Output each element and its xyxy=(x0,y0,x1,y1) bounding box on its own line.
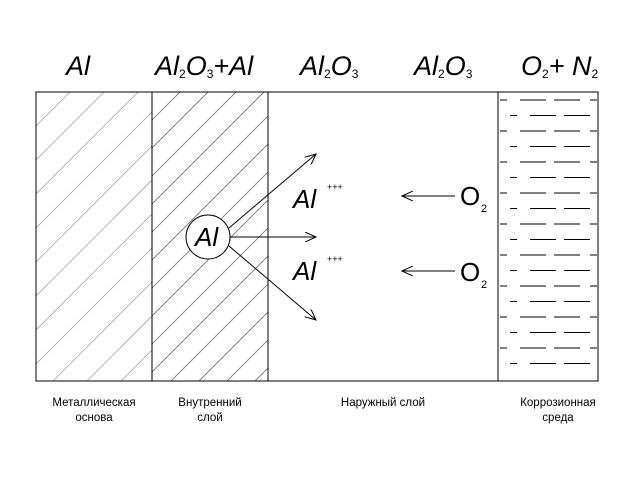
header-environment: O2+ N2 xyxy=(521,48,598,92)
hatch-line xyxy=(152,92,265,205)
header-metal: Al xyxy=(66,48,90,84)
hatch-line xyxy=(479,92,640,381)
caption-outer-layer: Наружный слой xyxy=(268,396,498,411)
hatch-line xyxy=(152,143,268,261)
hatch-line xyxy=(52,281,152,381)
hatch-line xyxy=(36,247,152,365)
header-outer2-part: O xyxy=(444,51,466,81)
header-outer2-subscript: 2 xyxy=(438,67,445,81)
header-env-part: + N xyxy=(548,51,592,81)
hatch-line xyxy=(367,92,640,381)
oxygen-bottom-index: 2 xyxy=(481,279,488,291)
header-env-part: O xyxy=(521,51,543,81)
hatch-line xyxy=(283,92,572,381)
al-atom-label: Al xyxy=(195,222,219,252)
hatch-line xyxy=(36,111,152,229)
hatch-line xyxy=(427,92,640,381)
diagram-frame xyxy=(35,91,599,382)
caption-inner-line: Внутренний xyxy=(178,397,242,409)
caption-outer-line: Наружный слой xyxy=(340,397,426,409)
hatch-line xyxy=(451,92,640,381)
hatch-line xyxy=(36,92,105,161)
header-outer2-subscript: 3 xyxy=(465,67,473,81)
header-outer1-subscript: 2 xyxy=(324,67,331,81)
header-outer1-part: Al xyxy=(300,51,325,81)
caption-environment: Коррозионная среда xyxy=(498,396,618,426)
header-outer-layer-1: Al2O3 xyxy=(300,48,358,92)
hatch-line xyxy=(393,92,640,381)
header-metal-text: Al xyxy=(66,51,91,81)
al-ion-top-charge: +++ xyxy=(327,182,343,192)
hatch-line xyxy=(170,283,268,381)
hatch-line xyxy=(152,92,209,149)
hatch-line xyxy=(325,92,614,381)
hatch-line xyxy=(535,92,640,381)
hatch-line xyxy=(152,115,268,233)
header-outer1-part: O xyxy=(330,51,352,81)
caption-env-line: среда xyxy=(542,412,574,424)
header-inner-part: O xyxy=(185,51,207,81)
header-env-subscript: 2 xyxy=(591,67,599,81)
header-outer-layer-2: Al2O3 xyxy=(414,48,472,92)
caption-metal-line: основа xyxy=(75,412,113,424)
hatch-line xyxy=(311,92,600,381)
hatch-line xyxy=(291,92,580,381)
hatch-line xyxy=(36,145,152,263)
hatch-line xyxy=(36,213,152,331)
oxygen-bottom-symbol: O xyxy=(460,257,481,287)
caption-inner-line: слой xyxy=(197,412,223,424)
header-outer2-part: Al xyxy=(414,51,439,81)
header-outer1-subscript: 3 xyxy=(351,67,359,81)
environment-dashes xyxy=(500,99,597,364)
hatch-line xyxy=(395,92,640,381)
hatch-line xyxy=(36,92,71,127)
hatch-line xyxy=(507,92,640,381)
hatch-line xyxy=(339,92,628,381)
hatch-line xyxy=(152,92,237,177)
oxygen-top-index: 2 xyxy=(481,203,488,215)
hatch-line xyxy=(36,92,37,93)
header-inner-subscript: 3 xyxy=(206,67,214,81)
caption-inner-layer: Внутренний слой xyxy=(152,396,268,426)
caption-metal-line: Металлическая xyxy=(52,397,136,409)
header-inner-part: +Al xyxy=(213,51,254,81)
hatch-line xyxy=(86,315,152,381)
hatch-line xyxy=(152,92,181,121)
arrow-al-down xyxy=(228,245,316,320)
al-ion-top-symbol: Al xyxy=(293,184,317,214)
caption-metal-base: Металлическая основа xyxy=(36,396,152,426)
header-inner-subscript: 2 xyxy=(179,67,186,81)
metal-base-hatching xyxy=(36,92,640,381)
header-env-subscript: 2 xyxy=(542,67,549,81)
caption-env-line: Коррозионная xyxy=(520,397,596,409)
header-inner-layer: Al2O3+Al xyxy=(155,48,253,92)
oxygen-top-symbol: O xyxy=(460,181,481,211)
hatch-line xyxy=(152,255,268,373)
header-inner-part: Al xyxy=(155,51,180,81)
hatch-line xyxy=(423,92,640,381)
hatch-line xyxy=(36,92,139,195)
arrow-al-up xyxy=(228,154,316,229)
al-ion-bottom-symbol: Al xyxy=(293,256,317,286)
al-ion-bottom-charge: +++ xyxy=(327,254,343,264)
hatch-line xyxy=(198,311,268,381)
hatch-line xyxy=(36,179,152,297)
